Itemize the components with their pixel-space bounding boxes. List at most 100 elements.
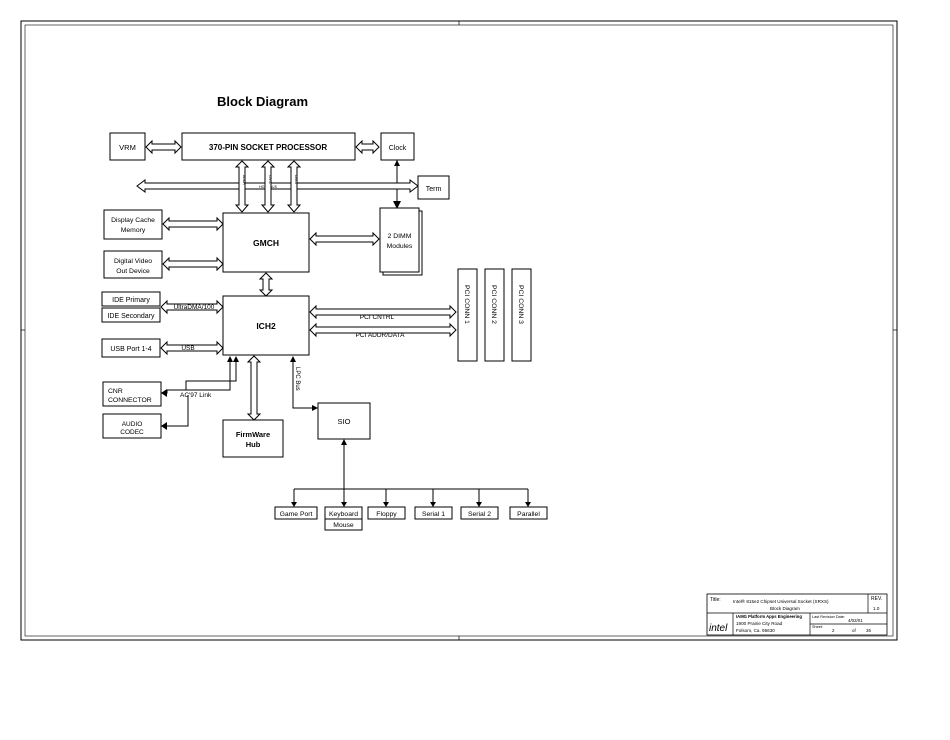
pci-addr-label: PCI ADDR/DATA: [356, 332, 406, 339]
digital-video-label-1: Digital Video: [114, 258, 152, 265]
pci-conn-1-block: [457, 268, 478, 362]
vrm-label: VRM: [119, 143, 136, 152]
usb-label: USB: [181, 345, 194, 352]
of-label: of: [852, 628, 856, 633]
ich2-block: [222, 295, 310, 356]
cnr-block: [102, 381, 162, 407]
gmch-block: [222, 212, 310, 273]
last-revision-label: Last Revision Date:: [812, 615, 845, 619]
sheet-value: 2: [832, 628, 835, 633]
parallel-label: Parallel: [517, 511, 540, 518]
ide-secondary-block: [101, 307, 161, 323]
term-label: Term: [426, 186, 442, 193]
pci-conn-3-label: PCI CONN 3: [517, 285, 524, 324]
cnr-label-2: CONNECTOR: [108, 397, 152, 404]
ich2-label: ICH2: [256, 321, 276, 331]
mouse-block: [324, 518, 363, 531]
pci-addr-arrow: [309, 322, 457, 338]
ac97-label: AC'97 Link: [180, 392, 212, 399]
processor-clock-arrow: [355, 139, 380, 155]
pci-conn-2-block: [484, 268, 505, 362]
audio-codec-label-1: AUDIO: [122, 421, 143, 428]
processor-label: 370-PIN SOCKET PROCESSOR: [209, 143, 327, 152]
display-cache-label-2: Memory: [121, 227, 146, 234]
ide-primary-block: [101, 291, 161, 307]
lpc-bus-label: LPC Bus: [294, 367, 300, 391]
firmware-hub-block: [222, 419, 284, 458]
ac97-link-line: [161, 361, 231, 394]
svg-text:DATA: DATA: [294, 175, 298, 184]
address1-text: 1900 Prairie City Road: [736, 621, 783, 626]
ac97-codec-line: [161, 395, 189, 427]
parallel-block: [509, 506, 548, 520]
floppy-label: Floppy: [376, 511, 397, 518]
svg-text:ADDR: ADDR: [242, 175, 246, 185]
floppy-block: [367, 506, 406, 520]
firmware-hub-label-1: FirmWare: [236, 430, 270, 439]
serial1-block: [414, 506, 453, 520]
ich2-firmware-arrow: [246, 355, 262, 421]
game-port-label: Game Port: [280, 511, 313, 518]
rev-value: 1.0: [873, 606, 880, 611]
display-cache-label-1: Display Cache: [111, 217, 155, 224]
ide-secondary-label: IDE Secondary: [107, 313, 155, 320]
host-bus-arrow: [136, 179, 419, 193]
dimm-label-1: 2 DIMM: [388, 233, 412, 240]
vrm-block: [109, 132, 146, 161]
audio-codec-block: [102, 413, 162, 439]
term-block: [417, 175, 450, 200]
gmch-ich2-arrow: [258, 272, 274, 297]
vrm-processor-arrow: [145, 139, 182, 155]
bus-arrow-addr: ADDR: [234, 160, 250, 213]
digital-video-label-2: Out Device: [116, 268, 150, 275]
serial1-label: Serial 1: [422, 511, 445, 518]
diagram-title: Block Diagram: [217, 94, 308, 109]
digital-video-block: [103, 250, 163, 279]
intel-logo: intel: [709, 623, 728, 634]
pci-conn-3-block: [511, 268, 532, 362]
rev-label: REV.: [871, 596, 882, 602]
serial2-block: [460, 506, 499, 520]
bus-arrow-data: DATA: [286, 160, 302, 213]
gmch-dimm-arrow: [309, 231, 380, 247]
mouse-label: Mouse: [333, 522, 354, 529]
sio-label: SIO: [338, 417, 351, 426]
pci-conn-2-label: PCI CONN 2: [490, 285, 497, 324]
display-cache-gmch-arrow: [162, 216, 224, 232]
sio-block: [317, 402, 371, 440]
firmware-hub-label-2: Hub: [246, 440, 261, 449]
dimm-block: [379, 207, 420, 273]
pci-cntrl-arrow: [309, 304, 457, 320]
total-sheets: 36: [866, 628, 871, 633]
serial2-label: Serial 2: [468, 511, 491, 518]
keyboard-label: Keyboard: [329, 511, 358, 518]
ide-primary-label: IDE Primary: [112, 297, 150, 304]
audio-codec-label-2: CODEC: [120, 429, 144, 436]
clock-label: Clock: [389, 145, 407, 152]
digital-video-gmch-arrow: [162, 256, 224, 272]
usb-port-label: USB Port 1-4: [110, 346, 151, 353]
dimm-label-2: Modules: [387, 243, 413, 250]
title-label: Title:: [710, 597, 721, 603]
ultradma-label: UltraDMA/100: [174, 304, 215, 311]
processor-block: [181, 132, 356, 161]
usb-ich2-arrow: [160, 340, 224, 356]
last-revision-value: 4/02/01: [848, 618, 863, 623]
pci-conn-1-label: PCI CONN 1: [463, 285, 470, 324]
game-port-block: [274, 506, 318, 520]
cnr-label-1: CNR: [108, 388, 123, 395]
company-text: IAMG Platform Apps Engineering: [736, 614, 802, 619]
svg-text:CNTL: CNTL: [268, 175, 272, 184]
clock-block: [380, 132, 415, 161]
title-block: Title: Intel® 815e2 Chipset Universal So…: [706, 593, 888, 636]
usb-port-block: [101, 338, 161, 358]
lpc-bus-line: [292, 361, 312, 409]
bus-arrow-cntl: CNTL: [260, 160, 276, 213]
pci-cntrl-label: PCI CNTRL: [360, 314, 395, 321]
title-text: Intel® 815e2 Chipset Universal Socket (S…: [733, 598, 829, 604]
sheet-label: Sheet:: [812, 625, 823, 629]
address2-text: Folsom, Ca. 95630: [736, 628, 775, 633]
display-cache-block: [103, 209, 163, 240]
gmch-label: GMCH: [253, 238, 279, 248]
